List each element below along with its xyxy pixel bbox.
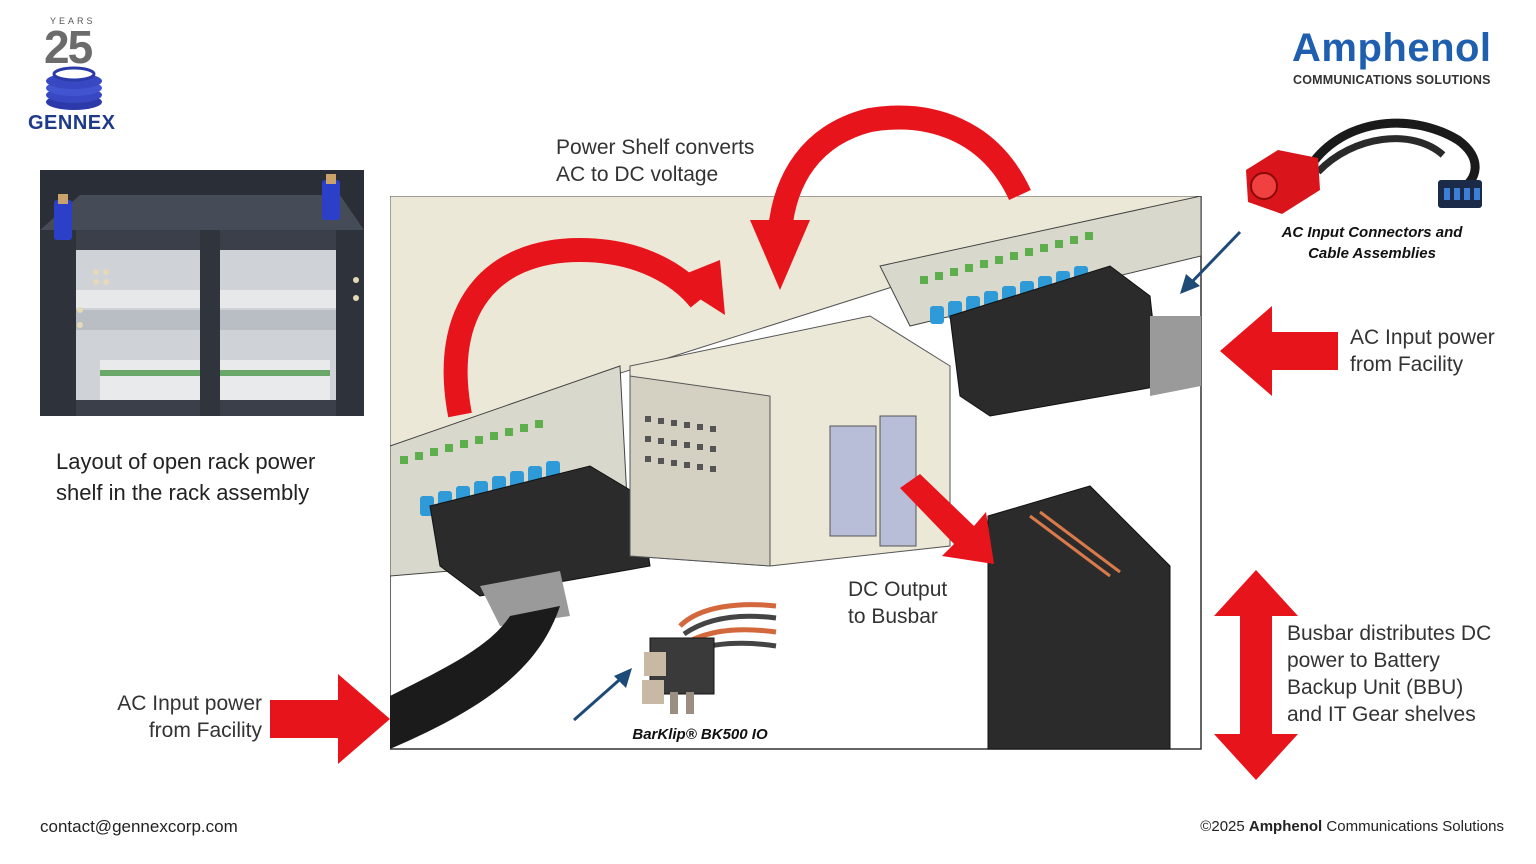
ac-input-left-label: AC Input power from Facility xyxy=(100,690,262,744)
curved-arrow-head-1 xyxy=(670,260,725,315)
barklip-connector-image xyxy=(642,602,777,714)
rack-assembly-image xyxy=(40,170,364,416)
ac-input-right-label-line1: AC Input power xyxy=(1350,326,1495,349)
barklip-pointer-arrow xyxy=(573,668,632,722)
gennex-name: GENNEX xyxy=(28,112,116,134)
rack-caption-line2: shelf in the rack assembly xyxy=(56,480,310,505)
amphenol-subtitle: COMMUNICATIONS SOLUTIONS xyxy=(1293,73,1491,87)
barklip-label: BarKlip® BK500 IO xyxy=(632,726,768,743)
ac-input-left-label-line1: AC Input power xyxy=(117,692,262,715)
busbar-label-line3: Backup Unit (BBU) xyxy=(1287,676,1464,699)
rack-caption-line1: Layout of open rack power xyxy=(56,449,316,474)
busbar-label-line1: Busbar distributes DC xyxy=(1287,622,1492,645)
ac-input-right-label-line2: from Facility xyxy=(1350,353,1464,376)
amphenol-wordmark: Amphenol xyxy=(1292,26,1492,70)
busbar-double-arrow xyxy=(1214,570,1298,780)
flow-curved-arrows xyxy=(443,105,1031,418)
dc-output-label: DC Output to Busbar xyxy=(846,576,950,630)
curved-arrow-head-2 xyxy=(750,220,810,290)
copyright-brand: Amphenol xyxy=(1248,818,1323,835)
dc-output-arrow xyxy=(900,474,994,564)
power-shelf-label: Power Shelf converts AC to DC voltage xyxy=(556,134,754,188)
ac-input-right-arrow xyxy=(1220,306,1338,396)
ac-connector-pointer-arrow xyxy=(1180,230,1242,294)
busbar-label: Busbar distributes DC power to Battery B… xyxy=(1287,620,1491,728)
busbar-label-line2: power to Battery xyxy=(1287,649,1440,672)
dc-output-label-line2: to Busbar xyxy=(848,605,938,628)
copyright-notice: ©2025 Amphenol Communications Solutions xyxy=(1200,818,1504,835)
gennex-years-text: YEARS xyxy=(50,16,96,26)
ac-connectors-label-line2: Cable Assemblies xyxy=(1308,245,1436,262)
ac-cable-assembly-image xyxy=(1246,118,1482,214)
contact-email: contact@gennexcorp.com xyxy=(40,817,238,836)
ac-connectors-label: AC Input Connectors and Cable Assemblies xyxy=(1262,222,1482,264)
busbar-label-line4: and IT Gear shelves xyxy=(1287,703,1476,726)
copyright-prefix: ©2025 xyxy=(1200,818,1245,835)
ac-input-left-arrow xyxy=(270,674,390,764)
gennex-rings-icon xyxy=(46,66,102,110)
ac-connectors-label-line1: AC Input Connectors and xyxy=(1281,224,1463,241)
rack-caption: Layout of open rack power shelf in the r… xyxy=(56,446,315,508)
dc-output-label-line1: DC Output xyxy=(848,578,948,601)
ac-input-left-label-line2: from Facility xyxy=(148,719,262,742)
gennex-25-text: 25 xyxy=(44,21,93,73)
copyright-suffix: Communications Solutions xyxy=(1326,818,1504,835)
ac-input-right-label: AC Input power from Facility xyxy=(1350,324,1495,378)
power-shelf-label-line2: AC to DC voltage xyxy=(556,163,719,186)
power-shelf-label-line1: Power Shelf converts xyxy=(556,136,755,159)
